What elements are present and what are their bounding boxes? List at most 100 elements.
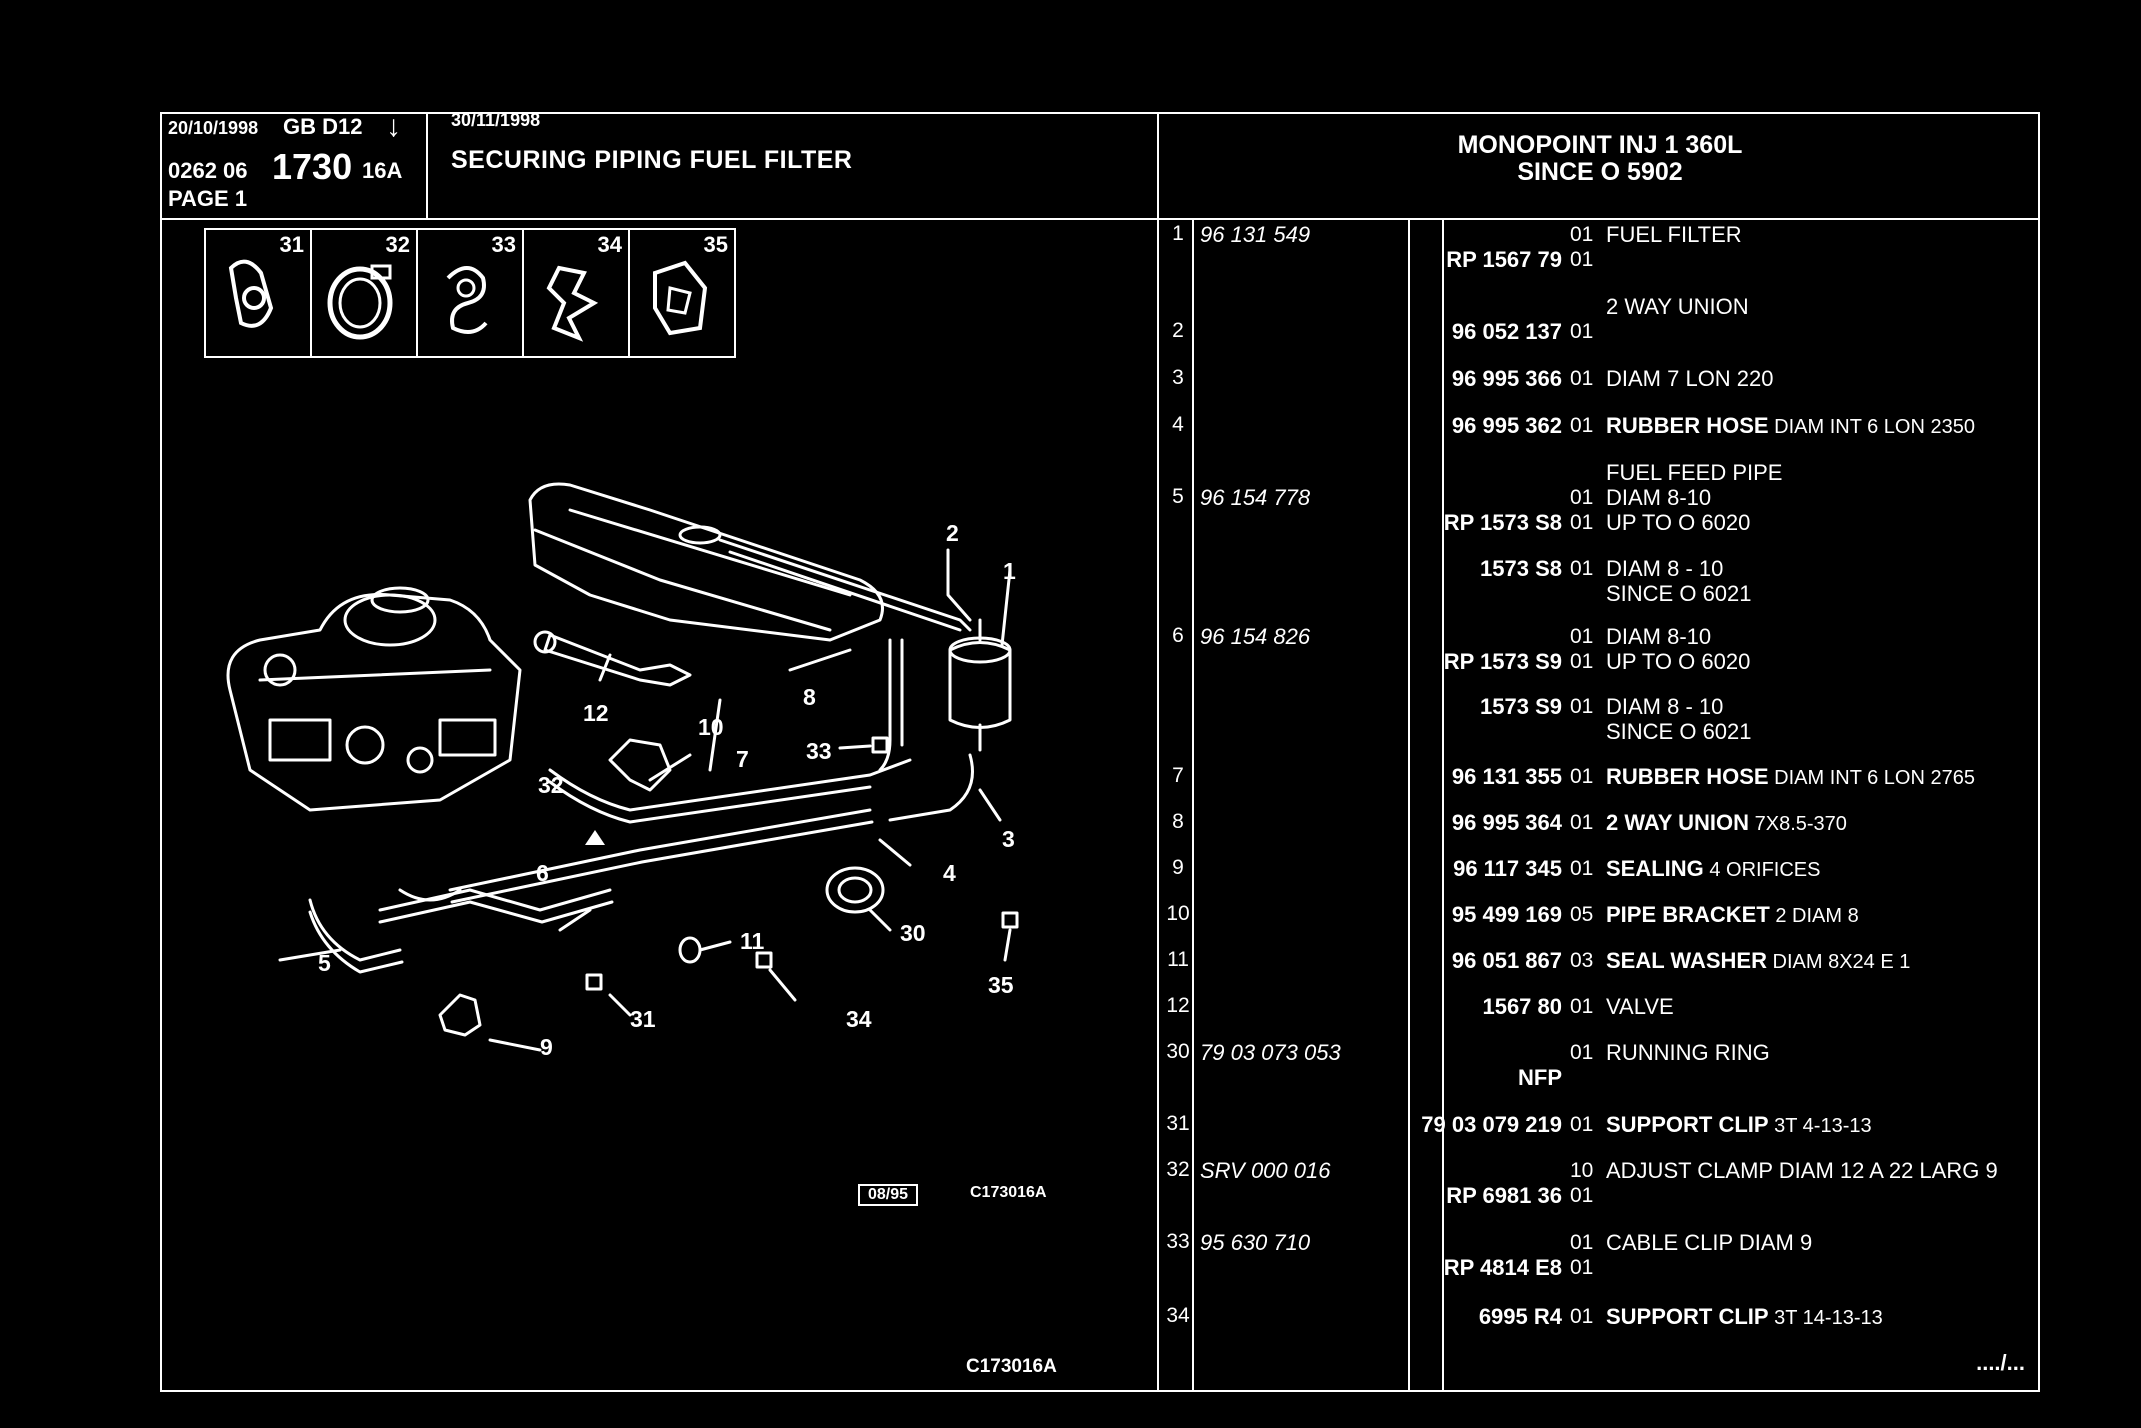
part-number-rp: 6995 R4 <box>1478 1304 1562 1329</box>
row-desc: VALVE <box>1606 994 1674 1019</box>
row-index: 2 <box>1172 319 1184 342</box>
desc-main: DIAM 8-10 <box>1606 624 1712 649</box>
row-index: 6 <box>1172 624 1184 647</box>
part-number-primary: 96 154 826 <box>1200 624 1311 649</box>
desc-main: SEAL WASHER <box>1606 948 1767 973</box>
desc-detail: 3T 14-13-13 <box>1768 1307 1883 1329</box>
part-number-rp: 96 131 355 <box>1451 764 1562 789</box>
row-qty: 01 <box>1570 695 1594 718</box>
row-part-number: 96 995 362 <box>1200 413 1562 438</box>
bracket-clip-icon <box>653 260 708 336</box>
callout-label: 8 <box>803 684 816 710</box>
drawing-code-bottom: C173016A <box>966 1356 1057 1377</box>
cable-clip-icon <box>446 266 488 334</box>
row-desc: SEAL WASHER DIAM 8X24 E 1 <box>1606 948 2036 975</box>
row-desc: ADJUST CLAMP DIAM 12 A 22 LARG 9 <box>1606 1158 1998 1183</box>
row-part-number: 96 117 345 <box>1200 856 1562 881</box>
part-number-primary: 79 03 073 053 <box>1200 1040 1341 1065</box>
row-index: 11 <box>1167 948 1189 971</box>
desc-main: SUPPORT CLIP <box>1606 1112 1769 1137</box>
clip-33-marker <box>871 736 889 754</box>
desc-detail: SINCE O 6021 <box>1606 581 1752 606</box>
row-part-number: 79 03 079 219 <box>1200 1112 1562 1137</box>
fuel-filter-drawing <box>948 618 1012 752</box>
row-desc: FUEL FILTER <box>1606 222 1742 247</box>
callout-label: 6 <box>536 860 549 886</box>
row-qty: 01 <box>1570 1113 1594 1136</box>
header-ref-small2: 16A <box>362 158 403 183</box>
thumb-35: 35 <box>630 230 734 356</box>
row-desc: 2 WAY UNION 7X8.5-370 <box>1606 810 2036 837</box>
pipe-bracket-drawing <box>608 738 672 792</box>
running-ring-drawing <box>825 866 885 914</box>
part-number-rp: RP 1567 79 <box>1446 247 1562 272</box>
row-index: 9 <box>1172 856 1184 879</box>
row-qty: 01 <box>1570 320 1594 343</box>
desc-detail: DIAM INT 6 LON 2350 <box>1768 416 1975 438</box>
callout-label: 31 <box>630 1006 656 1032</box>
row-qty: 03 <box>1570 949 1594 972</box>
row-desc: DIAM 7 LON 220 <box>1606 366 1774 391</box>
row-qty: 05 <box>1570 903 1594 926</box>
row-desc: RUBBER HOSE DIAM INT 6 LON 2350 <box>1606 413 2036 440</box>
part-number-rp: 96 995 366 <box>1451 366 1562 391</box>
model-header: MONOPOINT INJ 1 360L SINCE O 5902 <box>1160 132 2040 186</box>
row-desc: SEALING 4 ORIFICES <box>1606 856 2036 883</box>
desc-main: RUBBER HOSE <box>1606 413 1769 438</box>
row-desc: CABLE CLIP DIAM 9 <box>1606 1230 1813 1255</box>
row-index: 7 <box>1172 764 1184 787</box>
desc-detail: 2 DIAM 8 <box>1769 905 1859 927</box>
thumb-number: 34 <box>597 232 622 257</box>
part-number-rp: 95 499 169 <box>1451 902 1562 927</box>
desc-detail: DIAM INT 6 LON 2765 <box>1768 767 1975 789</box>
row-qty: 01 <box>1570 995 1594 1018</box>
header-page: PAGE 1 <box>168 186 248 211</box>
model-line2: SINCE O 5902 <box>1517 158 1683 186</box>
divider-header-bottom <box>160 218 2040 220</box>
callout-label: 34 <box>846 1006 872 1032</box>
row-qty: 01 <box>1570 857 1594 880</box>
part-number-rp: 79 03 079 219 <box>1421 1112 1562 1137</box>
part-number-rp: 96 995 362 <box>1451 413 1562 438</box>
thumb-31: 31 <box>206 230 312 356</box>
divider-table-part <box>1408 218 1410 1392</box>
desc-detail: SINCE O 6021 <box>1606 719 1752 744</box>
part-number-rp: 1573 S9 <box>1480 694 1562 719</box>
callout-label: 12 <box>583 700 609 726</box>
row-part-number: 1573 S8 <box>1200 556 1562 581</box>
row-desc: RUNNING RING <box>1606 1040 1770 1065</box>
row-index: 3 <box>1172 366 1184 389</box>
part-number-primary: 96 154 778 <box>1200 485 1311 510</box>
part-number-rp: 1573 S8 <box>1480 556 1562 581</box>
divider-table-index <box>1192 218 1194 1392</box>
desc-detail: UP TO O 6020 <box>1606 649 1751 674</box>
thumb-number: 32 <box>385 232 410 257</box>
row-qty: 01 <box>1570 1041 1594 1064</box>
callout-label: 2 <box>946 520 959 546</box>
desc-detail: 3T 4-13-13 <box>1768 1115 1872 1137</box>
clip-34-marker <box>755 951 773 969</box>
part-number-rp: RP 6981 36 <box>1446 1183 1562 1208</box>
clip-35-marker <box>1001 911 1019 929</box>
row-part-number: 6995 R4 <box>1200 1304 1562 1329</box>
row-qty: 01 <box>1570 811 1594 834</box>
desc-main: RUBBER HOSE <box>1606 764 1769 789</box>
callout-label: 32 <box>538 772 564 798</box>
row-desc: SUPPORT CLIP 3T 14-13-13 <box>1606 1304 2036 1331</box>
thumb-34: 34 <box>524 230 630 356</box>
valve-drawing <box>533 630 692 687</box>
row-qty: 01 <box>1570 367 1594 390</box>
callout-label: 35 <box>988 972 1014 998</box>
callout-label: 3 <box>1002 826 1015 852</box>
row-desc: 2 WAY UNION <box>1606 294 1749 319</box>
seal-washer-drawing <box>678 936 702 964</box>
divider-left-right <box>1157 112 1159 1392</box>
header-date2: 30/11/1998 <box>451 110 541 130</box>
date-box: 08/95 <box>858 1184 919 1206</box>
